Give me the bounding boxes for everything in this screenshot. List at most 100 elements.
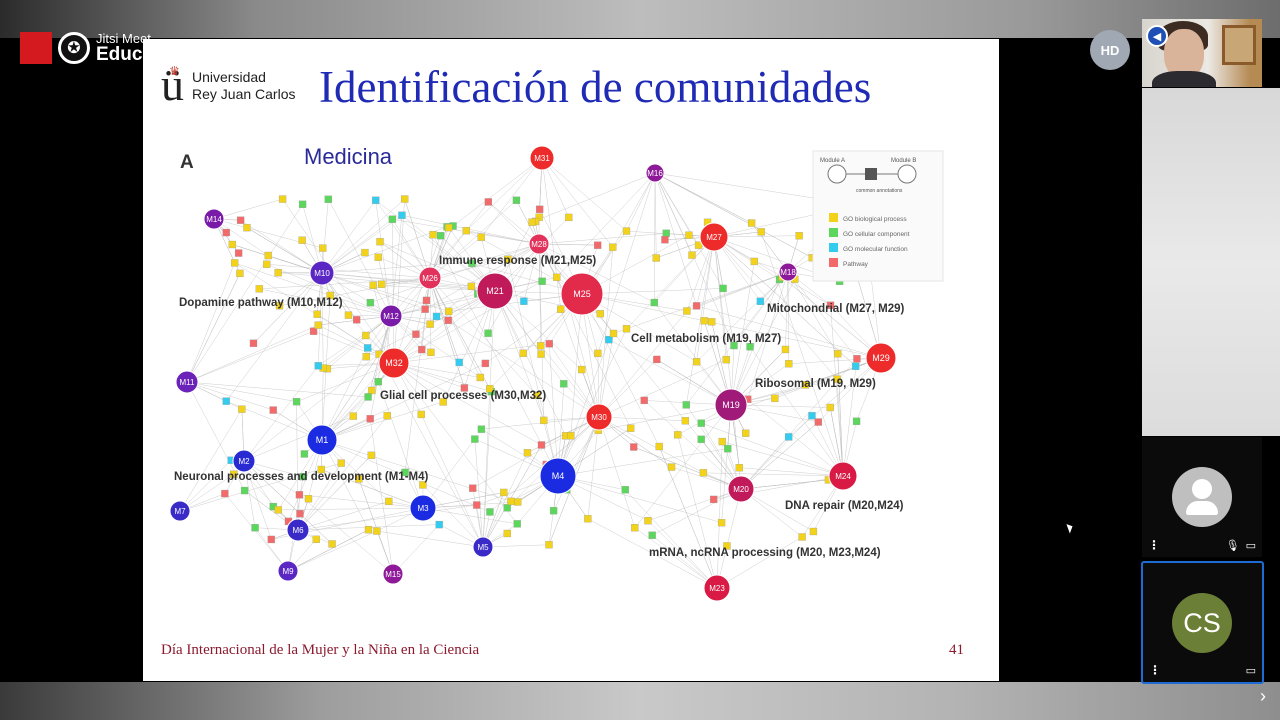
cluster-label: Neuronal processes and development (M1-M… [174, 471, 429, 483]
annotation-square [486, 384, 494, 393]
annotation-square [238, 405, 246, 413]
module-node-m10: M10 [309, 260, 335, 286]
chevron-right-icon[interactable]: › [1260, 686, 1266, 706]
network-edge [598, 416, 686, 422]
annotation-square [292, 398, 301, 406]
network-edge [598, 333, 614, 418]
network-edge [626, 236, 715, 329]
network-edge [429, 277, 465, 389]
network-edge [179, 460, 232, 512]
annotation-square [757, 228, 765, 236]
network-edge [598, 247, 614, 418]
network-edge [701, 422, 844, 477]
network-edge [429, 277, 538, 396]
logo-line2: Rey Juan Carlos [192, 86, 296, 102]
annotation-square [650, 298, 659, 307]
annotation-square [699, 469, 708, 477]
module-label: M11 [180, 378, 196, 387]
network-edge [785, 271, 789, 350]
annotation-square [298, 236, 306, 244]
annotation-square [503, 529, 511, 538]
network-edge [422, 492, 504, 509]
network-edge [392, 219, 395, 364]
annotation-square [513, 520, 521, 528]
network-edge [560, 309, 600, 418]
network-edge [323, 315, 392, 369]
network-edge [739, 467, 844, 477]
annotation-square [368, 386, 376, 395]
network-edge [696, 271, 789, 362]
network-edge [482, 388, 491, 548]
tile-menu-icon[interactable]: ⋮ [1148, 538, 1160, 552]
annotation-square [274, 506, 282, 514]
annotation-square [723, 542, 731, 550]
annotation-square [537, 342, 545, 350]
network-edge [297, 455, 372, 531]
annotation-square [326, 291, 334, 300]
module-node-m23: M23 [703, 574, 731, 602]
annotation-square [314, 362, 322, 370]
annotation-square [503, 504, 511, 512]
annotation-square [401, 468, 409, 477]
annotation-square [692, 358, 701, 366]
network-edge [634, 404, 732, 528]
module-node-m9: M9 [277, 560, 299, 582]
network-edge [740, 488, 814, 532]
module-label: M28 [531, 240, 547, 249]
annotation-square [520, 297, 528, 305]
annotation-square [328, 540, 336, 548]
network-edge [474, 439, 484, 548]
network-edge [243, 460, 301, 514]
annotation-square [314, 321, 322, 329]
local-video-tile[interactable]: ◀ [1142, 19, 1262, 87]
network-edge [421, 414, 484, 548]
annotation-square [500, 488, 508, 497]
annotation-square [682, 401, 690, 409]
participant-tile-1[interactable]: ⋮ 🎙︎ ▭ [1142, 437, 1262, 557]
network-edge [696, 236, 715, 362]
network-edge [385, 364, 484, 548]
network-edge [597, 172, 656, 354]
annotation-square [373, 527, 381, 535]
annotation-square [801, 381, 810, 389]
participant-tile-2[interactable]: CS ⋮ ▭ [1141, 561, 1264, 684]
legend-common-annotations: common annotations [856, 188, 903, 194]
annotation-square [484, 329, 492, 337]
network-edge [393, 343, 550, 364]
network-edges [179, 157, 882, 589]
slide-title: Identificación de comunidades [319, 62, 872, 112]
cluster-label: Immune response (M21,M25) [439, 255, 596, 267]
logo-line1: Universidad [192, 69, 266, 85]
legend-swatch [829, 258, 838, 267]
annotation-square [355, 475, 363, 483]
network-edge [730, 404, 831, 408]
annotation-square [319, 244, 327, 252]
annotation-square [240, 486, 249, 495]
module-label: M15 [385, 570, 401, 579]
default-avatar-icon [1172, 467, 1232, 527]
annotation-square [435, 520, 443, 529]
network-edge [730, 279, 780, 406]
video-quality-badge[interactable]: HD [1090, 30, 1130, 70]
legend-item-label: GO cellular component [843, 231, 910, 238]
annotation-square [688, 251, 696, 259]
annotation-square [477, 233, 485, 241]
jitsi-watermark[interactable]: ✪ Jitsi Meet Educa [20, 32, 153, 64]
annotation-square [834, 350, 842, 358]
network-edge [733, 271, 789, 346]
annotation-square [421, 305, 429, 313]
annotation-square [622, 227, 631, 235]
annotation-square [236, 216, 245, 224]
tile-menu-icon[interactable]: ⋮ [1149, 663, 1161, 677]
module-label: M6 [292, 526, 304, 535]
annotation-square [537, 350, 545, 358]
network-edge [582, 302, 600, 418]
cluster-label: Mitochondrial (M27, M29) [767, 303, 905, 315]
network-edge [390, 293, 478, 317]
network-edge [393, 362, 492, 392]
network-edge [480, 157, 543, 238]
network-edge [392, 219, 431, 279]
network-edge [213, 198, 283, 220]
network-edge [538, 243, 655, 303]
